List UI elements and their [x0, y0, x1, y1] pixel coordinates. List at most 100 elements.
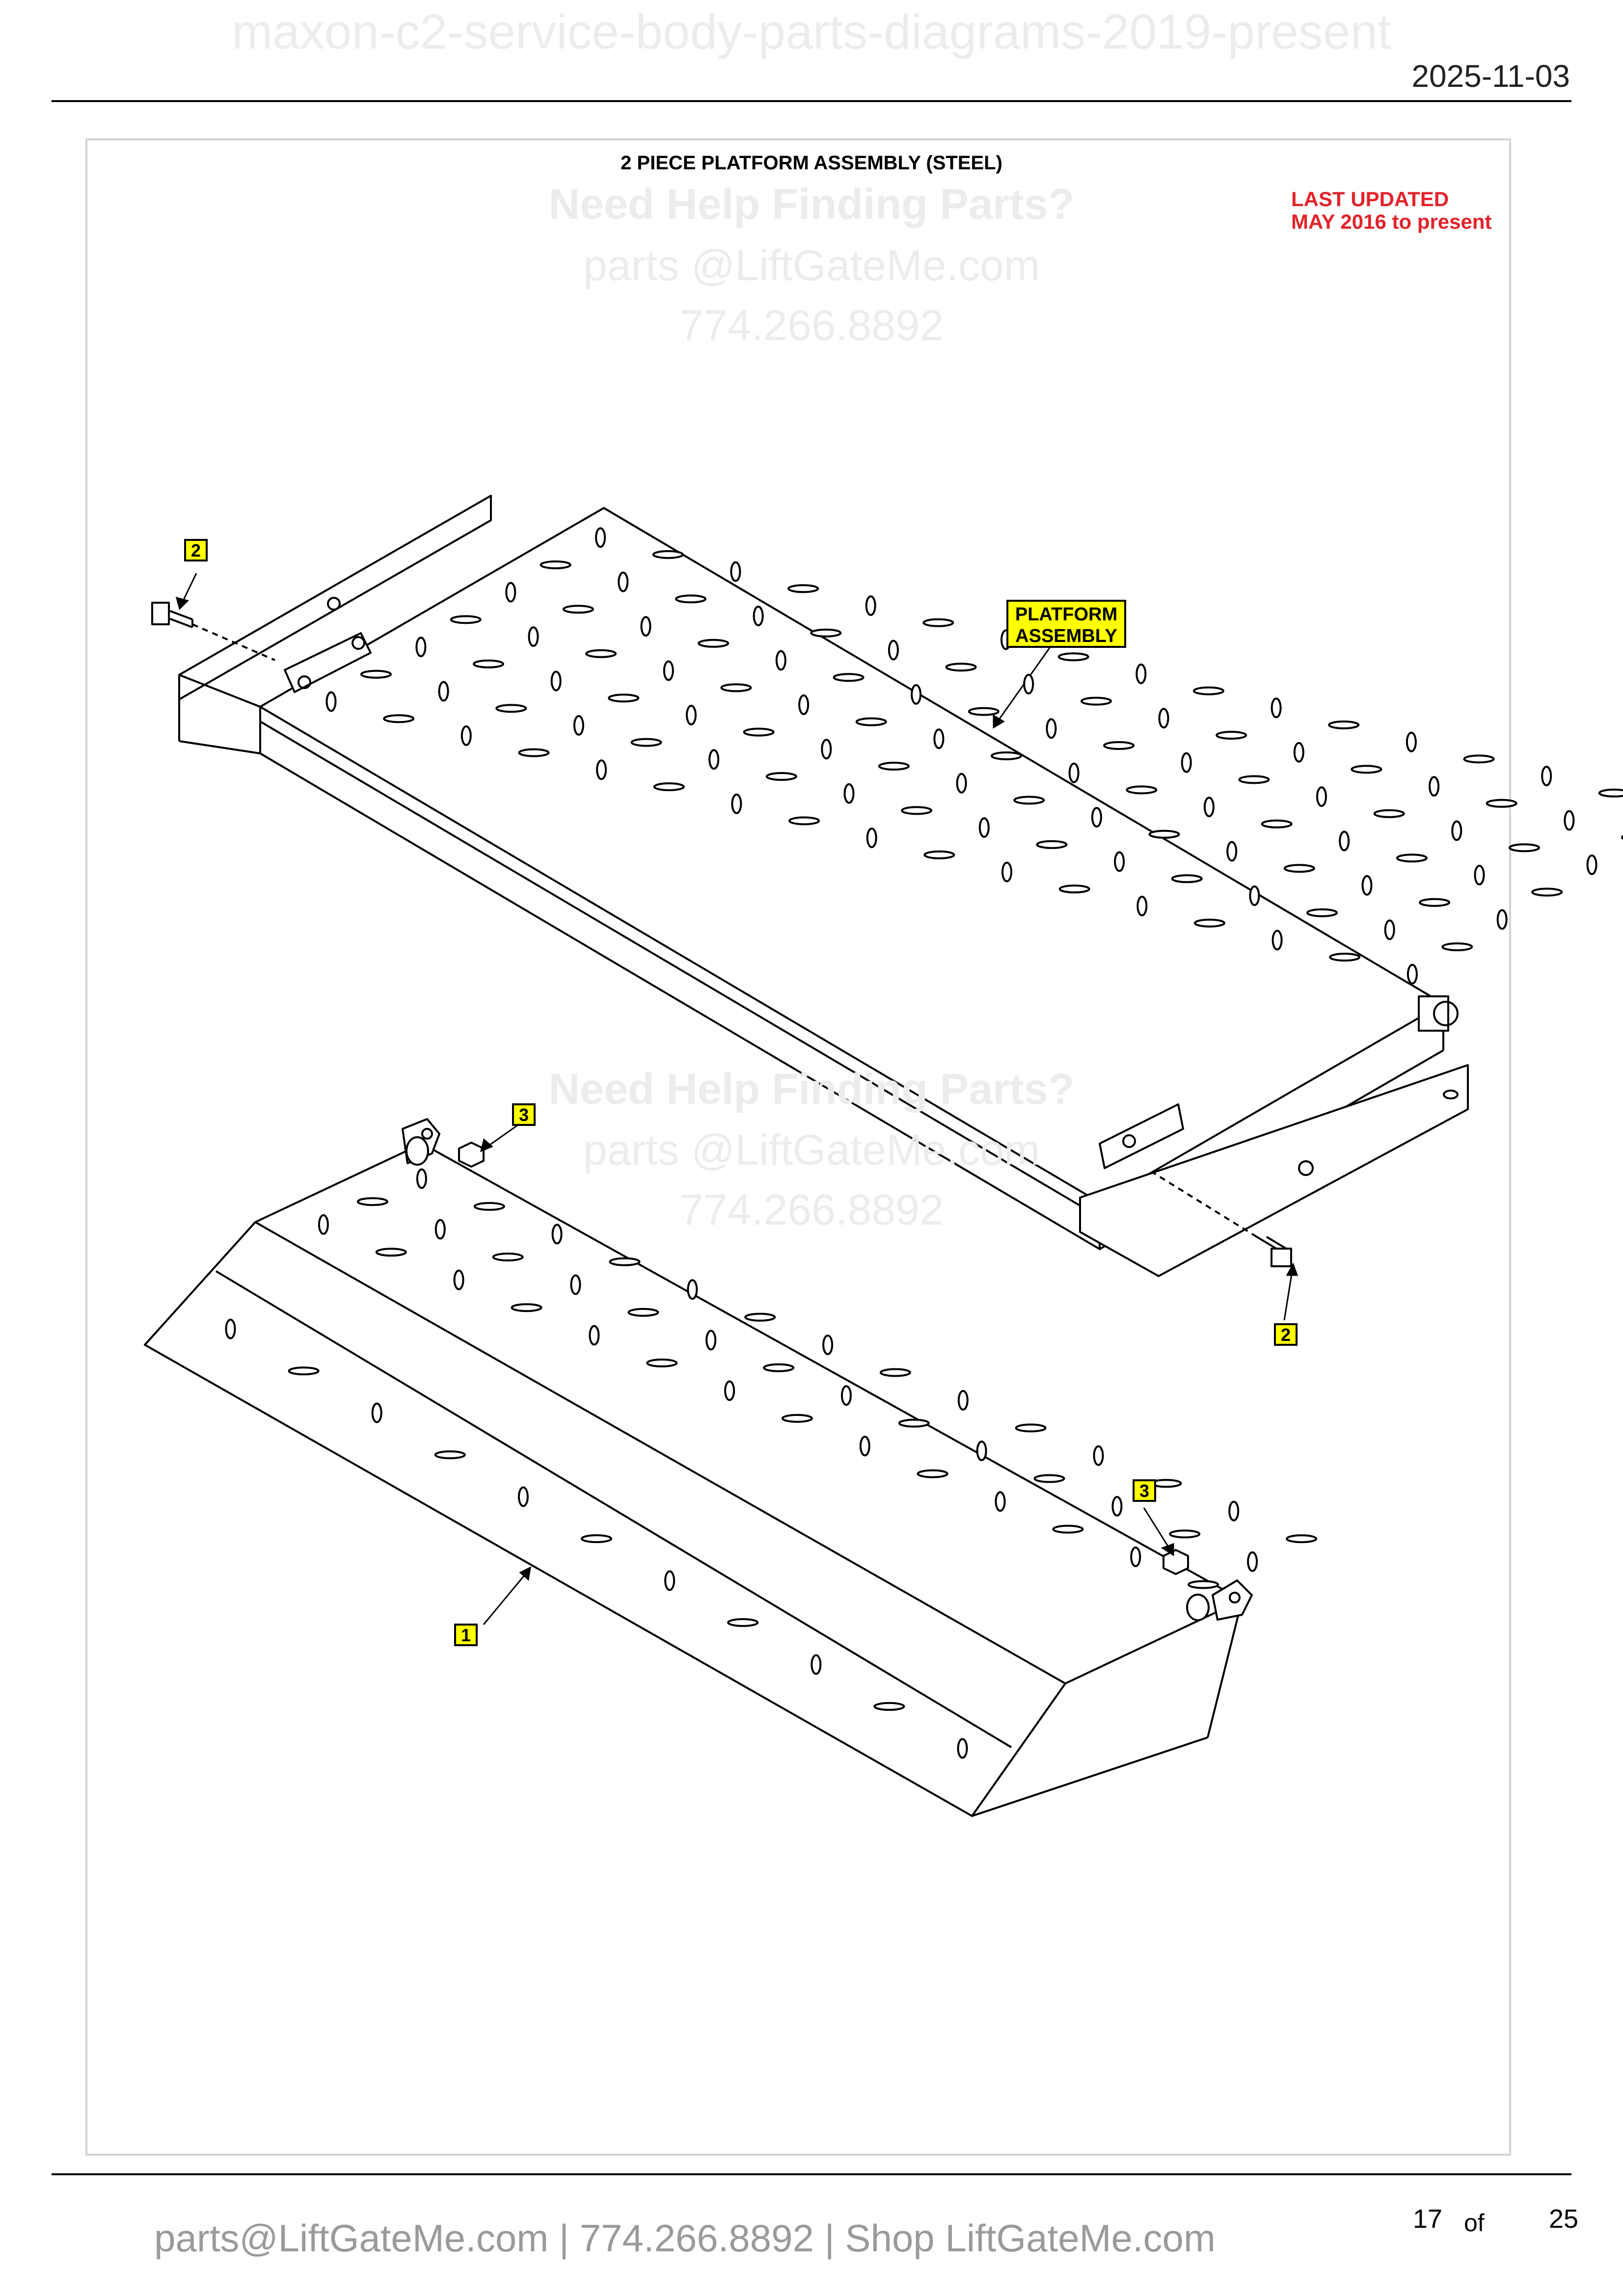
tread-slot	[1396, 854, 1428, 863]
tread-slot	[686, 704, 697, 725]
tread-slot	[550, 670, 562, 692]
tread-slot	[708, 749, 720, 770]
tread-slot	[618, 571, 629, 592]
tread-slot	[898, 1418, 930, 1428]
tread-slot	[518, 748, 550, 757]
tread-slot	[843, 783, 855, 804]
tread-slot	[957, 1390, 969, 1411]
tread-slot	[911, 684, 922, 705]
tread-slot	[1531, 887, 1563, 897]
header-date: 2025-11-03	[1411, 58, 1570, 94]
callout-platform-assembly: PLATFORM ASSEMBLY	[1006, 600, 1126, 648]
tread-slot	[1015, 1423, 1047, 1433]
tread-slot	[753, 606, 764, 626]
tread-slot	[675, 594, 706, 604]
tread-slot	[1181, 752, 1192, 773]
tread-slot	[765, 772, 797, 781]
tread-slot	[375, 1248, 407, 1257]
tread-slot	[1093, 1445, 1104, 1466]
tread-slot	[325, 691, 337, 712]
last-updated-note: LAST UPDATED MAY 2016 to present	[1291, 188, 1492, 233]
tread-slot	[1091, 807, 1102, 828]
tread-slot	[956, 773, 967, 794]
tread-slot	[743, 727, 775, 737]
tread-slot	[585, 649, 617, 658]
tread-slot	[840, 1385, 852, 1406]
tread-slot	[663, 660, 674, 681]
upper-right-rail	[1079, 1064, 1469, 1277]
tread-slot	[878, 762, 910, 771]
tread-slot	[775, 650, 786, 671]
tread-slot	[1351, 765, 1382, 774]
tread-slot	[763, 1363, 795, 1372]
tread-slot	[1339, 830, 1350, 852]
tread-slot	[1193, 918, 1225, 928]
callout-platform-line1: PLATFORM	[1015, 604, 1118, 625]
tread-slot	[1238, 775, 1270, 784]
tread-slot	[1001, 861, 1012, 882]
tread-slot	[1474, 864, 1485, 885]
tread-slot	[453, 1269, 464, 1290]
diagram-title: 2 PIECE PLATFORM ASSEMBLY (STEEL)	[621, 152, 1002, 174]
tread-slot	[652, 550, 684, 559]
watermark-help-1: Need Help Finding Parts?	[548, 180, 1075, 228]
tread-slot	[727, 1618, 759, 1627]
tread-slot	[1406, 731, 1417, 752]
tread-slot	[1586, 854, 1597, 875]
tread-slot	[415, 637, 427, 658]
tread-slot	[562, 605, 594, 614]
tread-slot	[609, 1257, 641, 1266]
watermark-phone-2: 774.266.8892	[679, 1185, 944, 1234]
upper-right-hinge-plate	[1099, 1103, 1184, 1169]
tread-slot	[1598, 788, 1623, 798]
tread-slot	[698, 639, 730, 648]
tread-slot	[991, 751, 1022, 760]
tread-slot	[1407, 963, 1418, 985]
tread-slot	[1192, 686, 1224, 695]
tread-slot	[1509, 843, 1540, 853]
tread-slot	[371, 1402, 382, 1423]
tread-slot	[957, 1738, 968, 1759]
tread-slot	[1130, 1547, 1141, 1567]
tread-slot	[1541, 766, 1552, 787]
tread-slot	[1249, 885, 1260, 906]
page-current: 17	[1413, 2204, 1443, 2234]
upper-tread-pattern	[325, 527, 1623, 985]
tread-slot	[434, 1450, 466, 1460]
tread-slot	[511, 1303, 542, 1312]
tread-slot	[787, 584, 819, 593]
tread-slot	[922, 618, 954, 627]
tread-slot	[1188, 1580, 1219, 1589]
tread-slot	[781, 1414, 813, 1423]
tread-slot	[1247, 1551, 1258, 1572]
callout-part-2-right: 2	[1274, 1323, 1298, 1346]
tread-slot	[1496, 909, 1508, 930]
tread-slot	[976, 1441, 987, 1462]
tread-slot	[855, 717, 887, 726]
tread-slot	[1052, 1524, 1084, 1534]
tread-slot	[859, 1436, 870, 1457]
tread-slot	[1126, 785, 1158, 795]
tread-slot	[581, 1534, 612, 1543]
header-divider	[52, 100, 1571, 102]
tread-slot	[1441, 942, 1473, 952]
page-of-label: of	[1464, 2209, 1485, 2237]
tread-slot	[570, 1274, 581, 1295]
tread-slot	[720, 683, 752, 693]
tread-slot	[627, 1308, 659, 1317]
tread-slot	[724, 1380, 735, 1401]
tread-slot	[822, 1335, 834, 1356]
tread-slot	[968, 707, 1000, 716]
tread-slot	[888, 640, 899, 661]
callout-part-1: 1	[454, 1624, 478, 1646]
tread-slot	[1226, 841, 1238, 862]
tread-slot	[833, 673, 865, 682]
tread-slot	[1114, 851, 1125, 872]
tread-slot	[788, 816, 820, 826]
tread-slot	[356, 1197, 388, 1206]
tread-slot	[1169, 1529, 1201, 1539]
tread-slot	[1136, 663, 1147, 684]
tread-slot	[1451, 820, 1462, 841]
tread-slot	[1080, 696, 1112, 706]
